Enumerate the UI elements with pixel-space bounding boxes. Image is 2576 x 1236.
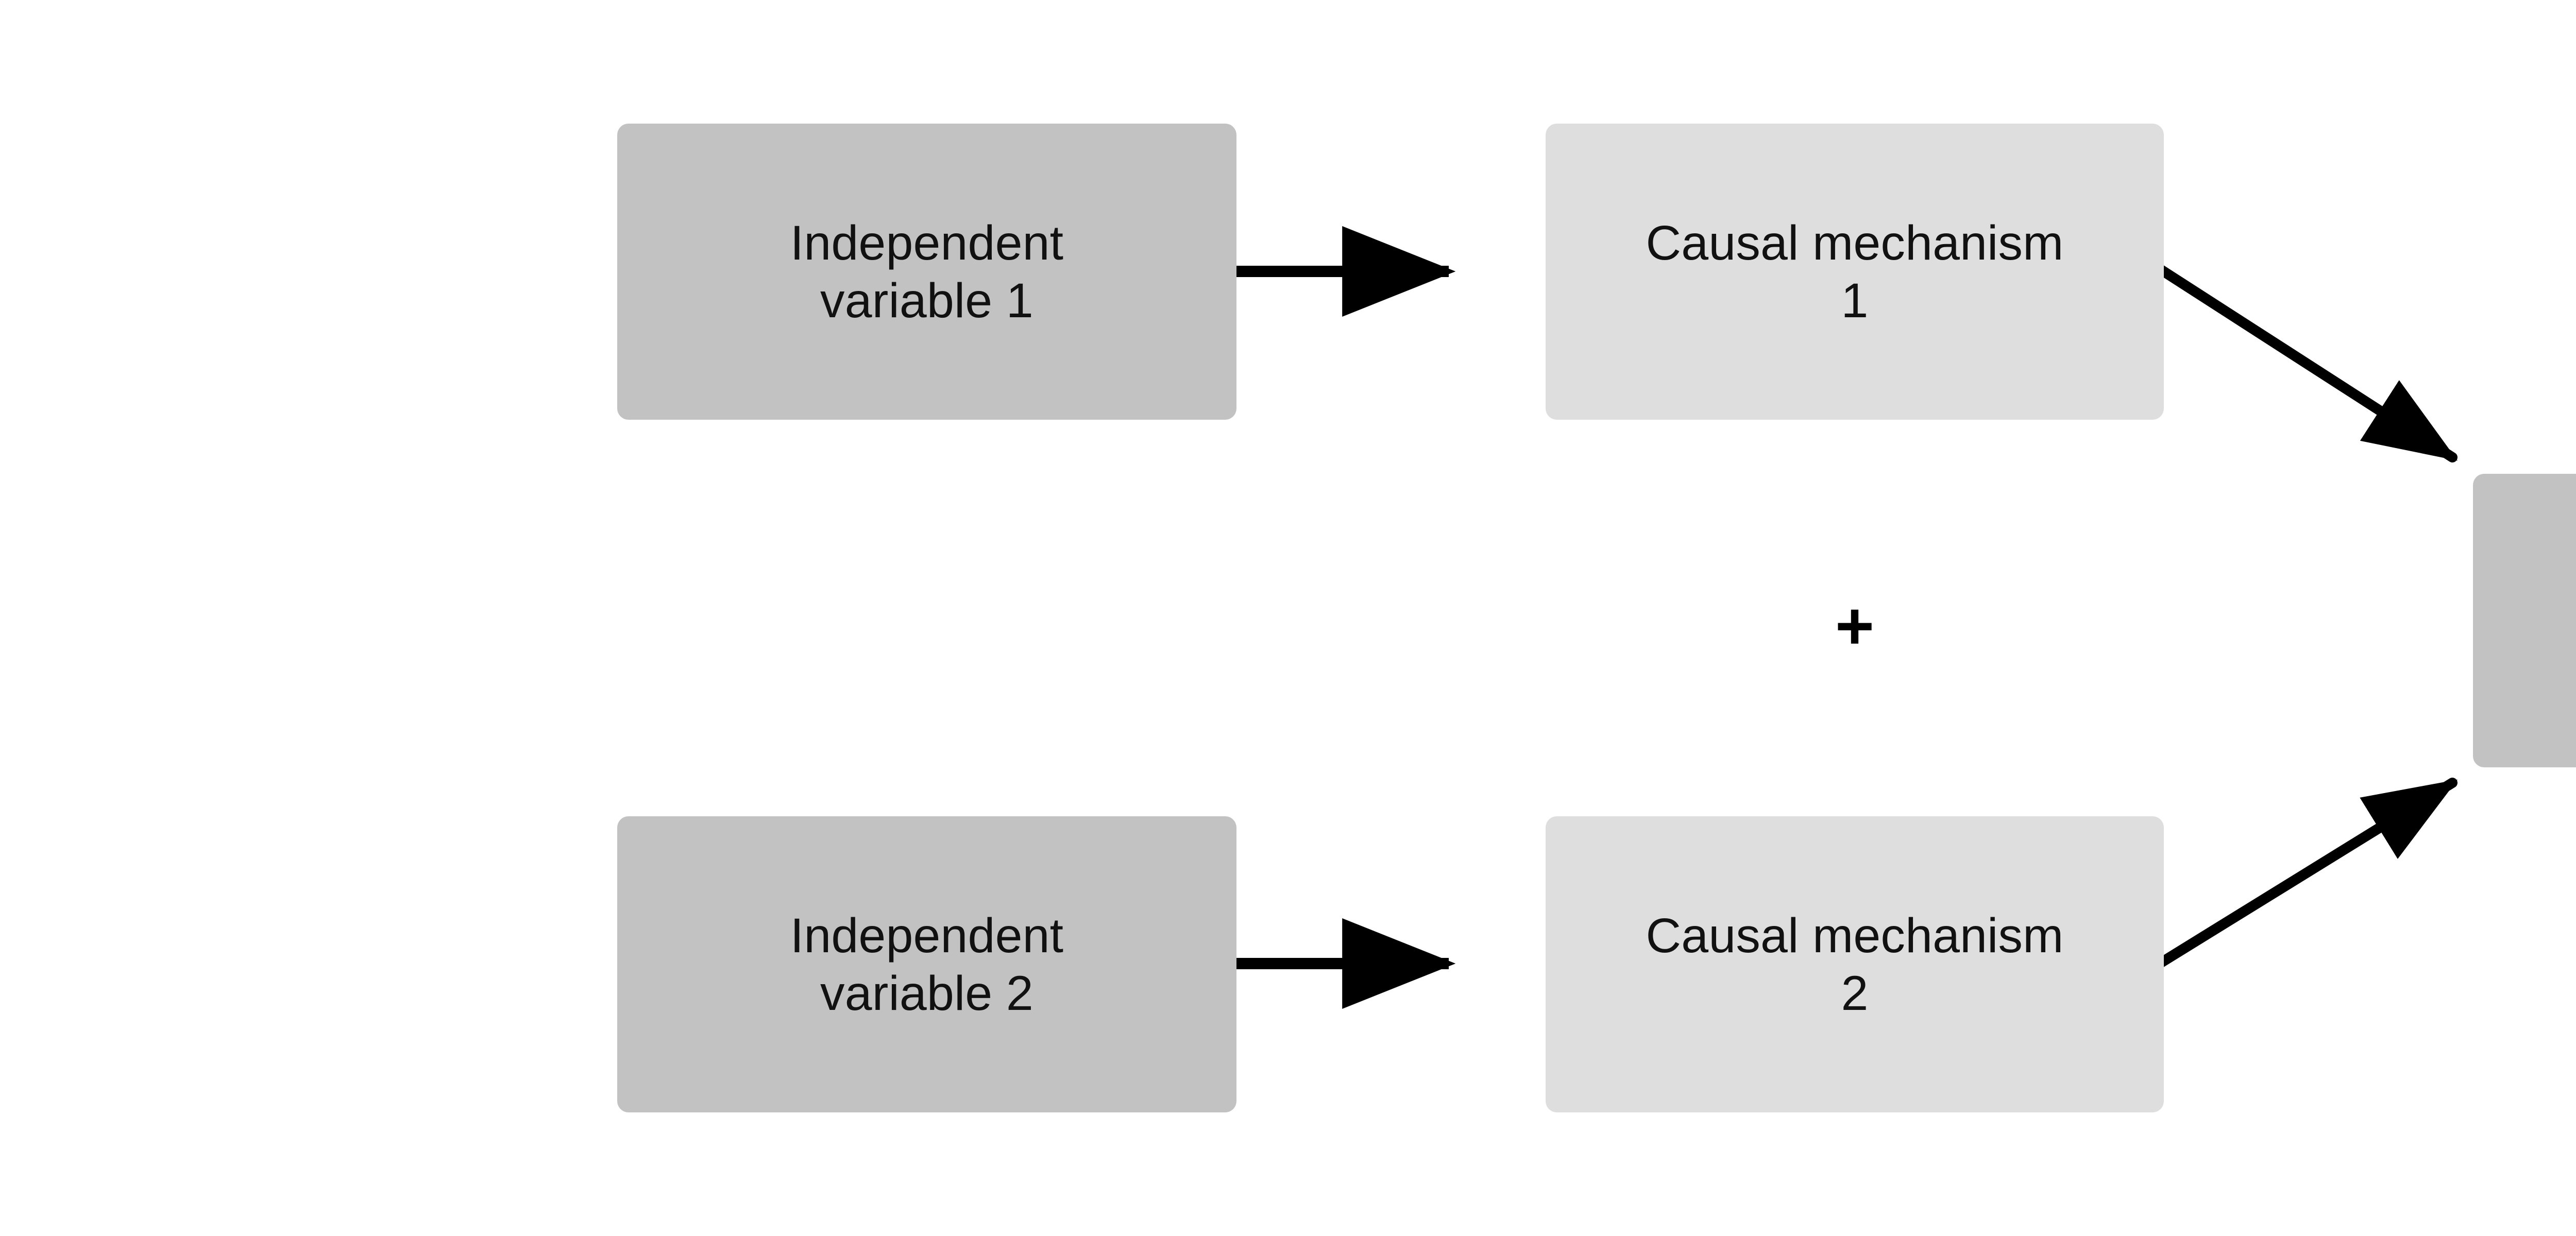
node-independent-variable-2[interactable]: Independent variable 2 <box>617 816 1236 1112</box>
plus-operator-icon: + <box>1835 588 1874 663</box>
node-independent-variable-1[interactable]: Independent variable 1 <box>617 124 1236 420</box>
node-causal-mechanism-1[interactable]: Causal mechanism 1 <box>1546 124 2164 420</box>
edge-cm2-to-dv <box>2156 778 2458 968</box>
node-causal-mechanism-2[interactable]: Causal mechanism 2 <box>1546 816 2164 1112</box>
node-dependent-variable[interactable]: Dependent variable <box>2473 474 2576 767</box>
edge-cm1-to-dv <box>2156 265 2458 462</box>
